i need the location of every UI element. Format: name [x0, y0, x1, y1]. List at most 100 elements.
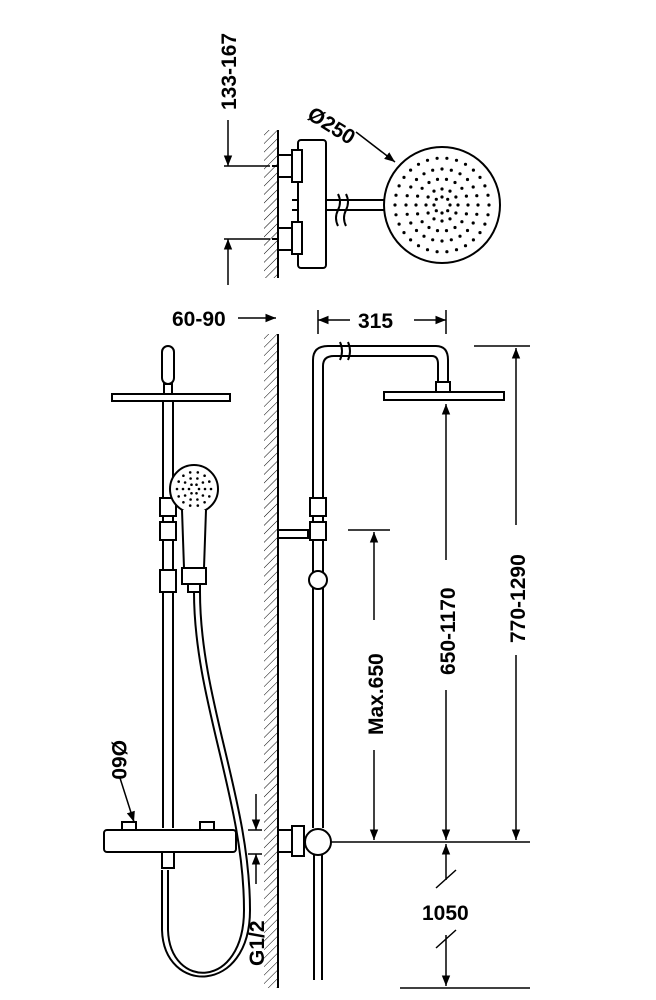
nozzle-dot: [416, 244, 421, 248]
nozzle-dot: [196, 477, 199, 480]
shower-head-front: [111, 393, 231, 402]
front-view: [103, 345, 252, 978]
nozzle-dot: [466, 203, 470, 207]
nozzle-dot: [449, 168, 453, 172]
nozzle-dot: [448, 203, 452, 207]
nozzle-dot: [432, 203, 436, 207]
thermostatic-mixer-front: [103, 829, 237, 853]
wall-hatch-side: [264, 334, 278, 988]
nozzle-dot: [182, 501, 185, 504]
label-max-650: Max.650: [365, 653, 388, 735]
nozzle-dot: [208, 480, 211, 483]
nozzle-dot: [475, 212, 479, 216]
nozzle-dot: [440, 219, 444, 223]
nozzle-dot: [435, 250, 439, 254]
nozzle-dot: [420, 220, 424, 224]
nozzle-dot: [460, 220, 464, 224]
nozzle-dot: [416, 212, 420, 216]
nozzle-dot: [187, 487, 191, 491]
nozzle-dot: [456, 203, 460, 207]
label-g12: G1/2: [246, 920, 269, 966]
nozzle-dot: [453, 225, 457, 230]
nozzle-dot: [444, 229, 449, 233]
nozzle-dot: [440, 195, 444, 199]
nozzle-dot: [440, 167, 444, 171]
nozzle-dot: [420, 186, 424, 190]
nozzle-dot: [181, 487, 185, 491]
nozzle-dot: [463, 244, 468, 248]
nozzle-dot: [453, 180, 457, 185]
nozzle-dot: [478, 175, 482, 179]
dimension-315: [317, 310, 447, 334]
nozzle-dot: [183, 481, 187, 484]
nozzle-dot: [483, 184, 487, 188]
nozzle-dot: [203, 474, 206, 478]
nozzle-dot: [435, 177, 440, 181]
nozzle-dot: [416, 194, 420, 198]
nozzle-dot: [471, 168, 475, 172]
nozzle-dot: [405, 194, 409, 198]
nozzle-dot: [458, 234, 462, 238]
nozzle-dot: [394, 213, 398, 217]
wall-hatch-top: [264, 130, 278, 278]
nozzle-dot: [435, 229, 440, 233]
label-133-167: 133-167: [218, 33, 241, 110]
slider-knob-side: [308, 570, 328, 590]
nozzle-dot: [458, 172, 462, 176]
nozzle-dot: [445, 250, 449, 254]
nozzle-dot: [446, 209, 450, 213]
nozzle-dot: [483, 222, 487, 226]
nozzle-dot: [414, 228, 419, 233]
nozzle-dot: [189, 477, 192, 480]
leader-diameter-250: [355, 131, 396, 163]
nozzle-dot: [440, 239, 444, 243]
nozzle-dot: [189, 498, 192, 501]
nozzle-dot: [434, 209, 438, 213]
hand-shower-nozzles: [175, 471, 213, 507]
nozzle-dot: [460, 186, 464, 190]
nozzle-dot: [448, 189, 452, 193]
wall-bracket: [277, 529, 309, 539]
nozzle-dot: [190, 483, 193, 487]
shower-head-nozzles: [393, 156, 491, 254]
shower-head-side: [383, 391, 505, 401]
nozzle-dot: [177, 480, 180, 483]
nozzle-dot: [471, 221, 475, 225]
nozzle-dot: [201, 481, 205, 484]
nozzle-dot: [425, 248, 430, 252]
nozzle-dot: [404, 203, 408, 207]
nozzle-dot: [397, 184, 401, 188]
nozzle-dot: [397, 222, 401, 226]
nozzle-dot: [486, 213, 490, 217]
nozzle-dot: [465, 228, 470, 233]
top-view: [264, 130, 501, 278]
valve-body-top: [297, 139, 327, 269]
nozzle-dot: [175, 487, 179, 491]
nozzle-dot: [463, 162, 468, 166]
nozzle-dot: [201, 494, 205, 497]
nozzle-dot: [422, 172, 426, 176]
slider-front: [159, 569, 177, 593]
nozzle-dot: [197, 487, 201, 491]
nozzle-dot: [478, 231, 482, 235]
nozzle-dot: [183, 494, 187, 497]
nozzle-dot: [402, 175, 406, 179]
label-1050: 1050: [422, 902, 469, 925]
nozzle-dot: [402, 231, 406, 235]
leader-diameter-60: [119, 777, 135, 823]
nozzle-dot: [431, 238, 435, 242]
nozzle-dot: [416, 162, 421, 166]
nozzle-dot: [422, 234, 426, 238]
nozzle-dot: [188, 504, 192, 507]
nozzle-dot: [424, 203, 428, 207]
nozzle-dot: [427, 225, 431, 230]
label-diameter-60: Ø60: [107, 740, 130, 780]
nozzle-dot: [196, 498, 199, 501]
nozzle-dot: [409, 221, 413, 225]
label-650-1170: 650-1170: [437, 587, 460, 675]
nozzle-dot: [414, 177, 419, 182]
nozzle-dot: [196, 504, 200, 507]
nozzle-dot: [487, 203, 491, 207]
nozzle-dot: [188, 471, 192, 474]
vertical-dimensions: [330, 345, 530, 989]
